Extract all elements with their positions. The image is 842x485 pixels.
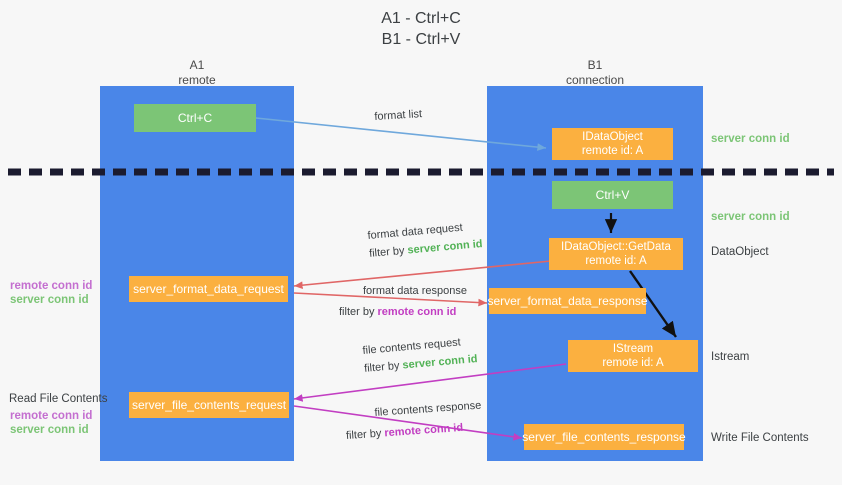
left-label-remote-conn-id-1: remote conn id xyxy=(10,280,93,292)
filter-value-2: remote conn id xyxy=(377,306,457,318)
edge-label-format-list-text: format list xyxy=(374,108,423,123)
title-line-2: B1 - Ctrl+V xyxy=(381,31,461,48)
filter-prefix-2: filter by xyxy=(339,306,378,318)
box-istream-line1: IStream xyxy=(612,343,654,355)
edge-label-file-contents-response: file contents response filter by remote … xyxy=(346,399,483,442)
box-idataobject-top-line1: IDataObject xyxy=(582,131,643,143)
box-ctrl-v[interactable]: Ctrl+V xyxy=(552,181,673,209)
arrow-file-contents-response xyxy=(293,405,523,441)
filter-prefix-3: filter by xyxy=(363,359,404,375)
right-label-dataobject: DataObject xyxy=(711,246,769,258)
box-server-format-data-response-label: server_format_data_response xyxy=(487,294,648,308)
diagram-title: A1 - Ctrl+C B1 - Ctrl+V xyxy=(0,8,842,50)
arrow-format-data-request xyxy=(293,260,552,289)
right-label-server-conn-id-1: server conn id xyxy=(711,133,790,145)
edge-label-format-data-response-text: format data response xyxy=(363,285,467,297)
box-server-file-contents-response-label: server_file_contents_response xyxy=(522,430,686,444)
box-idataobject-top[interactable]: IDataObject remote id: A xyxy=(552,128,673,160)
right-label-server-conn-id-2: server conn id xyxy=(711,211,790,223)
edge-label-format-data-response-filter: filter by remote conn id xyxy=(339,305,467,319)
left-label-read-file-contents: Read File Contents xyxy=(9,393,108,405)
lane-a1-title: A1 xyxy=(189,58,205,72)
left-label-remote-conn-id-2: remote conn id xyxy=(10,410,93,422)
lane-header-b1: B1 connection xyxy=(487,58,703,88)
left-label-server-conn-id-1: server conn id xyxy=(10,294,89,306)
arrow-format-list xyxy=(255,117,547,151)
box-server-format-data-response[interactable]: server_format_data_response xyxy=(487,288,648,314)
left-label-server-conn-id-2: server conn id xyxy=(10,424,89,436)
right-label-write-file-contents: Write File Contents xyxy=(711,432,809,444)
lane-a1-subtitle: remote xyxy=(178,73,216,87)
lane-header-a1: A1 remote xyxy=(100,58,294,88)
box-ctrl-c[interactable]: Ctrl+C xyxy=(134,104,256,132)
arrow-getdata-to-istream xyxy=(629,270,677,338)
box-server-format-data-request[interactable]: server_format_data_request xyxy=(129,276,288,302)
box-server-format-data-request-label: server_format_data_request xyxy=(133,282,284,296)
filter-prefix-4: filter by xyxy=(345,427,385,443)
box-getdata-line2: remote id: A xyxy=(585,255,647,267)
box-ctrl-v-label: Ctrl+V xyxy=(595,188,630,202)
box-idataobject-getdata[interactable]: IDataObject::GetData remote id: A xyxy=(549,238,683,270)
box-istream[interactable]: IStream remote id: A xyxy=(568,340,698,372)
box-server-file-contents-request[interactable]: server_file_contents_request xyxy=(129,392,289,418)
box-ctrl-c-label: Ctrl+C xyxy=(177,111,213,125)
edge-label-format-list: format list xyxy=(374,107,422,124)
edge-label-format-data-response: format data response filter by remote co… xyxy=(339,284,467,319)
right-label-istream: Istream xyxy=(711,351,750,363)
lane-b1-title: B1 xyxy=(587,58,603,72)
lane-b1-subtitle: connection xyxy=(565,73,625,87)
box-server-file-contents-response[interactable]: server_file_contents_response xyxy=(522,424,686,450)
arrow-file-contents-request xyxy=(293,363,567,402)
box-getdata-line1: IDataObject::GetData xyxy=(561,241,671,253)
filter-prefix-1: filter by xyxy=(368,244,409,260)
arrow-format-data-response xyxy=(293,292,488,307)
title-line-1: A1 - Ctrl+C xyxy=(381,10,461,27)
box-server-file-contents-request-label: server_file_contents_request xyxy=(131,398,287,412)
box-idataobject-top-line2: remote id: A xyxy=(581,145,644,157)
box-istream-line2: remote id: A xyxy=(602,357,664,369)
